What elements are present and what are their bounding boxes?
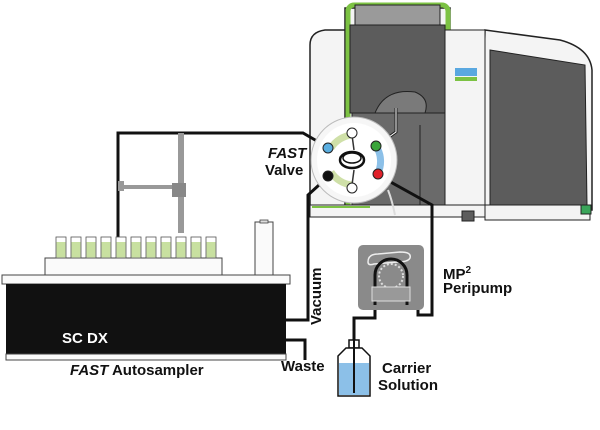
port-black [322, 170, 334, 182]
vial [130, 236, 142, 259]
vial [190, 236, 202, 259]
vial [175, 236, 187, 259]
carrier-label-line1: Carrier [382, 360, 432, 377]
vial [160, 236, 172, 259]
valve-label-line2: Valve [265, 162, 304, 179]
carrier-label-line2: Solution [378, 377, 438, 394]
vial [70, 236, 82, 259]
valve-label-line1: FAST [268, 145, 307, 162]
autosampler [1, 133, 291, 361]
port-blue [322, 142, 334, 154]
waste-label: Waste [281, 358, 325, 375]
pump-label-superscript: 2 [465, 265, 472, 276]
vial [85, 236, 97, 259]
autosampler-label-fast: FAST [70, 362, 109, 379]
vial [115, 236, 127, 259]
carrier-bottle [337, 339, 371, 397]
vial [145, 236, 157, 259]
fast-valve [310, 116, 398, 204]
power-indicator [580, 204, 592, 215]
autosampler-model-label: SC DX [62, 330, 108, 347]
vial [100, 236, 112, 259]
vacuum-label: Vacuum [308, 267, 325, 325]
vial [55, 236, 67, 259]
autosampler-label-rest: Autosampler [108, 362, 204, 379]
pump-label-mp: MP [443, 266, 466, 283]
vial [205, 236, 217, 259]
instrument-button [461, 210, 475, 222]
peristaltic-pump [358, 245, 424, 310]
port-white-bottom [346, 182, 358, 194]
port-green [370, 140, 382, 152]
port-red [372, 168, 384, 180]
pump-label-line2: Peripump [443, 280, 513, 297]
autosampler-label: FAST Autosampler [70, 362, 204, 379]
port-white-top [346, 127, 358, 139]
sample-vials [55, 236, 217, 259]
pump-label-line1: MP2 [443, 262, 471, 283]
